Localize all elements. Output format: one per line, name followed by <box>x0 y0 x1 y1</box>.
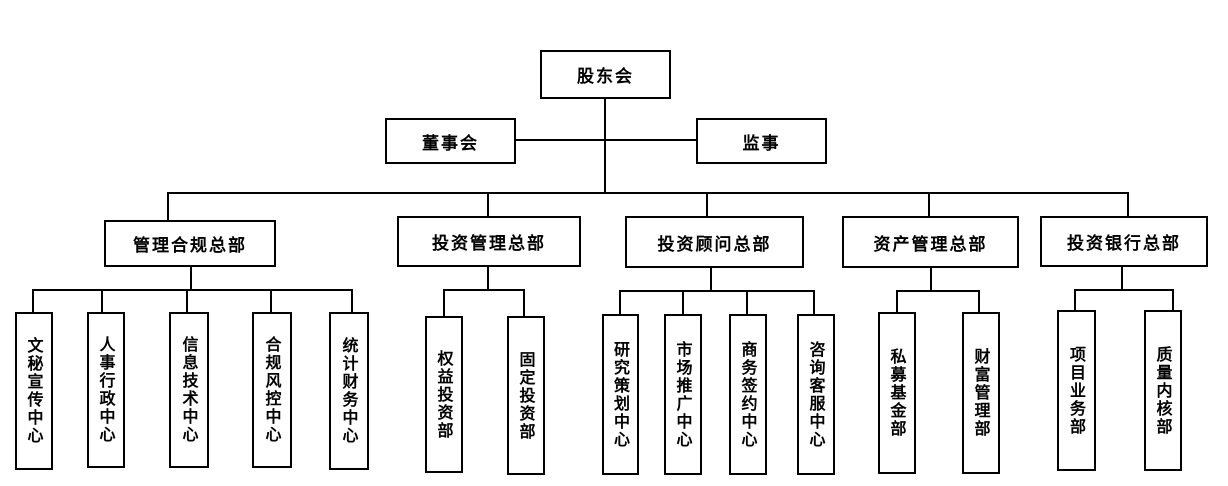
connector-line <box>101 289 103 313</box>
connector-line <box>523 289 525 318</box>
board-box: 董事会 <box>385 118 516 164</box>
connector-line <box>32 289 34 313</box>
unit-box: 私募基金部 <box>878 312 916 474</box>
connector-line <box>710 266 712 291</box>
connector-line <box>487 265 489 290</box>
unit-box: 人事行政中心 <box>87 312 125 468</box>
connector-line <box>1074 289 1076 312</box>
shareholders-box: 股东会 <box>540 50 671 99</box>
connector-line <box>746 290 748 316</box>
connector-line <box>706 192 708 217</box>
unit-box: 质量内核部 <box>1144 310 1182 471</box>
connector-line <box>1127 192 1129 217</box>
unit-box: 统计财务中心 <box>329 312 369 470</box>
division-box: 投资管理总部 <box>397 216 581 267</box>
unit-box: 商务签约中心 <box>729 314 767 475</box>
unit-box: 咨询客服中心 <box>797 314 835 475</box>
connector-line <box>32 289 353 291</box>
connector-line <box>167 192 1128 194</box>
unit-box: 合规风控中心 <box>252 312 292 468</box>
unit-box: 文秘宣传中心 <box>15 312 53 470</box>
unit-box: 财富管理部 <box>962 312 1000 474</box>
connector-line <box>186 289 188 313</box>
connector-line <box>487 192 489 217</box>
connector-line <box>270 289 272 313</box>
connector-line <box>443 289 445 318</box>
division-box: 管理合规总部 <box>104 220 276 267</box>
unit-box: 固定投资部 <box>507 316 545 475</box>
unit-box: 权益投资部 <box>425 316 463 473</box>
connector-line <box>351 289 353 313</box>
connector-line <box>1172 289 1174 312</box>
unit-box: 信息技术中心 <box>169 312 209 468</box>
connector-line <box>1121 265 1123 290</box>
division-box: 投资银行总部 <box>1040 216 1208 267</box>
division-box: 资产管理总部 <box>842 216 1019 268</box>
connector-line <box>928 192 930 217</box>
connector-line <box>930 266 932 291</box>
connector-line <box>1074 289 1174 291</box>
connector-line <box>896 290 898 314</box>
connector-line <box>813 290 815 316</box>
supervisors-box: 监事 <box>696 118 827 164</box>
connector-line <box>896 290 980 292</box>
unit-box: 研究策划中心 <box>602 314 639 475</box>
unit-box: 项目业务部 <box>1057 310 1096 471</box>
connector-line <box>514 139 697 141</box>
connector-line <box>978 290 980 314</box>
connector-line <box>604 97 606 193</box>
connector-line <box>167 192 169 222</box>
connector-line <box>682 290 684 316</box>
connector-line <box>619 290 815 292</box>
connector-line <box>190 265 192 290</box>
unit-box: 市场推广中心 <box>664 314 702 475</box>
connector-line <box>443 289 525 291</box>
division-box: 投资顾问总部 <box>625 216 804 268</box>
connector-line <box>619 290 621 316</box>
